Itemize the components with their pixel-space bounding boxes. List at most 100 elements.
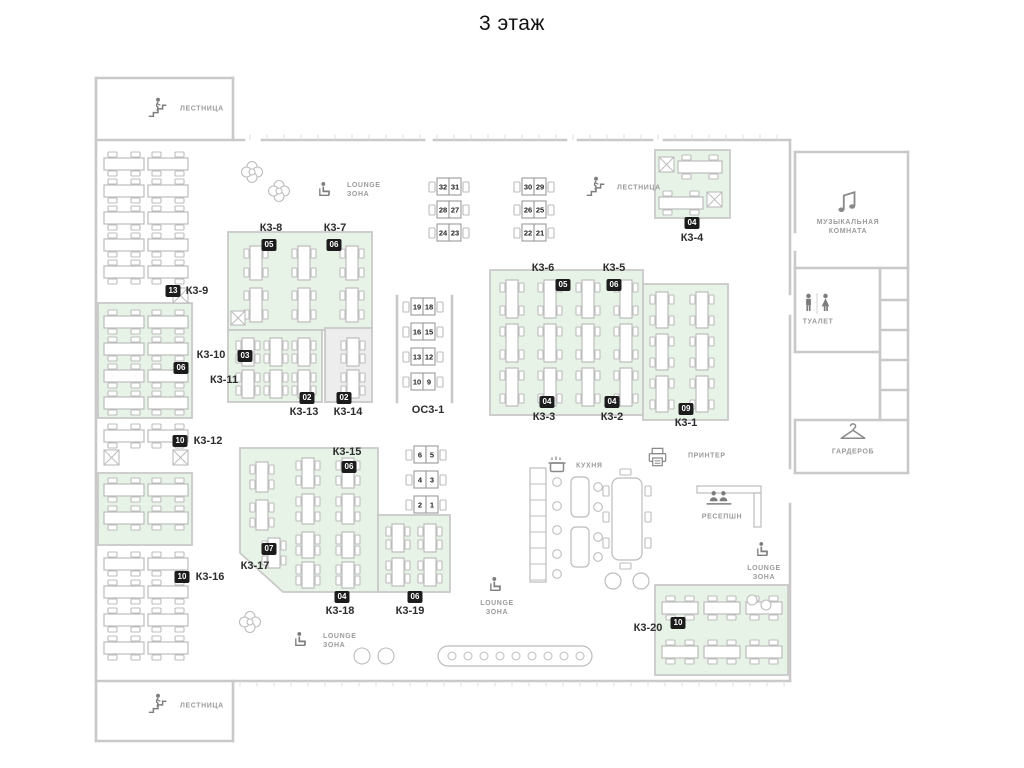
seat-number: 5: [430, 451, 434, 460]
chair: [291, 248, 298, 259]
chair: [151, 442, 162, 449]
chair: [261, 540, 268, 551]
chair: [151, 309, 162, 316]
high-table: [570, 526, 590, 568]
stool: [527, 651, 537, 661]
chair: [594, 282, 601, 293]
chair: [339, 290, 346, 301]
chair: [499, 370, 506, 381]
chair: [668, 399, 675, 410]
chair: [518, 349, 525, 360]
chair: [358, 309, 365, 320]
chair: [151, 259, 162, 266]
chair: [594, 326, 601, 337]
desk: [297, 245, 311, 281]
stool: [552, 569, 562, 579]
chair: [340, 372, 347, 383]
chair: [130, 442, 141, 449]
desk: [147, 265, 189, 279]
chair: [518, 282, 525, 293]
chair: [130, 409, 141, 416]
chair: [249, 517, 256, 528]
chair: [314, 545, 321, 556]
chair: [668, 315, 675, 326]
chair: [243, 290, 250, 301]
desk: [147, 483, 189, 497]
storage-box: [172, 287, 189, 304]
storage-box: [172, 449, 189, 466]
chair: [130, 197, 141, 204]
desk: [147, 613, 189, 627]
storage-box: [706, 191, 723, 208]
desk: [103, 613, 145, 627]
chair: [174, 607, 185, 614]
chair: [359, 372, 366, 383]
chair: [689, 357, 696, 368]
chair: [263, 340, 270, 351]
chair: [107, 626, 118, 633]
chair: [174, 496, 185, 503]
chair: [130, 496, 141, 503]
chair: [665, 658, 676, 665]
chair: [575, 370, 582, 381]
chair: [107, 524, 118, 531]
chair: [107, 423, 118, 430]
chair: [107, 579, 118, 586]
desk: [619, 279, 633, 319]
storage-box: [658, 156, 675, 173]
chair: [340, 340, 347, 351]
chair: [107, 224, 118, 231]
chair: [151, 363, 162, 370]
seat-cell: [422, 372, 436, 391]
desk: [346, 337, 360, 367]
chair: [174, 336, 185, 343]
seat-number: 12: [425, 353, 433, 362]
pouf: [275, 187, 283, 195]
chair: [644, 537, 652, 549]
chair: [649, 315, 656, 326]
chair: [428, 204, 436, 216]
chair: [291, 340, 298, 351]
chair: [354, 545, 361, 556]
storage-box: [230, 310, 246, 326]
chair: [310, 267, 317, 278]
chair: [107, 170, 118, 177]
chair: [151, 328, 162, 335]
chair: [262, 248, 269, 259]
seat-cell: [425, 470, 439, 489]
chair: [174, 635, 185, 642]
chair: [130, 635, 141, 642]
chair: [632, 282, 639, 293]
chair: [282, 353, 289, 364]
chair: [689, 399, 696, 410]
chair: [107, 496, 118, 503]
chair: [335, 475, 342, 486]
desk: [341, 531, 355, 559]
chair: [249, 502, 256, 513]
chair: [262, 267, 269, 278]
chair: [174, 409, 185, 416]
stool: [575, 651, 585, 661]
chair: [107, 197, 118, 204]
chair: [151, 178, 162, 185]
chair: [632, 326, 639, 337]
chair: [151, 224, 162, 231]
desk: [147, 429, 189, 443]
chair: [417, 539, 424, 550]
chair: [107, 205, 118, 212]
desk: [269, 369, 283, 399]
chair: [107, 328, 118, 335]
seat-number: 22: [524, 229, 532, 238]
chair: [151, 626, 162, 633]
chair: [335, 534, 342, 545]
chair: [665, 614, 676, 621]
chair: [354, 534, 361, 545]
desk: [658, 196, 704, 210]
stool: [479, 651, 489, 661]
seat-number: 10: [413, 378, 421, 387]
desk: [505, 323, 519, 363]
chair: [689, 294, 696, 305]
desk: [103, 211, 145, 225]
stool: [593, 502, 603, 512]
